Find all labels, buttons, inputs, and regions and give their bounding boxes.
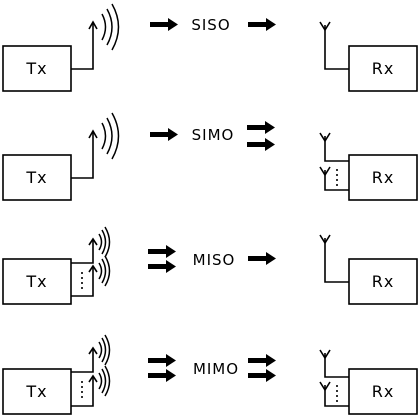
double-arrow-right-icon bbox=[148, 245, 176, 273]
rx-box bbox=[348, 154, 418, 201]
rx-antenna bbox=[319, 21, 349, 70]
tx-antenna bbox=[71, 264, 98, 297]
tx-block: Tx bbox=[2, 368, 72, 415]
radio-wave-icon bbox=[101, 112, 120, 160]
rx-block: Rx bbox=[348, 45, 418, 92]
rx-box bbox=[348, 258, 418, 305]
tx-box bbox=[2, 45, 72, 92]
tx-block: Tx bbox=[2, 45, 72, 92]
double-arrow-right-icon bbox=[148, 354, 176, 382]
tx-antenna bbox=[71, 129, 98, 179]
radio-wave-icon bbox=[98, 226, 111, 258]
rx-label: Rx bbox=[372, 168, 395, 187]
tx-label: Tx bbox=[25, 59, 47, 78]
row-siso: Tx SISO Rx bbox=[2, 3, 418, 92]
tx-label: Tx bbox=[25, 382, 47, 401]
row-mimo: Tx MIMO bbox=[2, 334, 418, 415]
double-arrow-right-icon bbox=[248, 354, 276, 382]
tx-label: Tx bbox=[25, 168, 47, 187]
arrow-right-icon bbox=[248, 18, 276, 31]
tx-antenna bbox=[71, 237, 98, 264]
tx-antenna bbox=[71, 374, 98, 407]
rx-antenna bbox=[319, 166, 349, 191]
tx-box bbox=[2, 154, 72, 201]
arrow-right-icon bbox=[150, 128, 178, 141]
rx-antenna bbox=[319, 349, 349, 378]
arrow-right-icon bbox=[248, 252, 276, 265]
mode-label: SIMO bbox=[192, 126, 235, 144]
rx-block: Rx bbox=[348, 154, 418, 201]
tx-box bbox=[2, 258, 72, 305]
double-arrow-right-icon bbox=[247, 121, 275, 151]
mode-label: MIMO bbox=[193, 360, 239, 378]
tx-antenna bbox=[71, 346, 98, 373]
arrow-right-icon bbox=[150, 18, 178, 31]
row-simo: Tx SIMO Rx bbox=[2, 112, 418, 201]
rx-box bbox=[348, 45, 418, 92]
row-miso: Tx MISO bbox=[2, 226, 418, 305]
tx-antenna bbox=[71, 20, 98, 70]
mode-label: SISO bbox=[191, 16, 230, 34]
tx-block: Tx bbox=[2, 258, 72, 305]
rx-label: Rx bbox=[372, 59, 395, 78]
mode-label: MISO bbox=[193, 251, 236, 269]
rx-label: Rx bbox=[372, 382, 395, 401]
tx-block: Tx bbox=[2, 154, 72, 201]
radio-wave-icon bbox=[98, 334, 111, 366]
radio-wave-icon bbox=[98, 365, 111, 397]
rx-antenna bbox=[319, 234, 349, 283]
tx-label: Tx bbox=[25, 272, 47, 291]
tx-box bbox=[2, 368, 72, 415]
radio-wave-icon bbox=[98, 255, 111, 287]
rx-block: Rx bbox=[348, 258, 418, 305]
rx-box bbox=[348, 368, 418, 415]
rx-antenna bbox=[319, 381, 349, 407]
rx-block: Rx bbox=[348, 368, 418, 415]
radio-wave-icon bbox=[101, 3, 120, 51]
rx-label: Rx bbox=[372, 272, 395, 291]
rx-antenna bbox=[319, 132, 349, 162]
